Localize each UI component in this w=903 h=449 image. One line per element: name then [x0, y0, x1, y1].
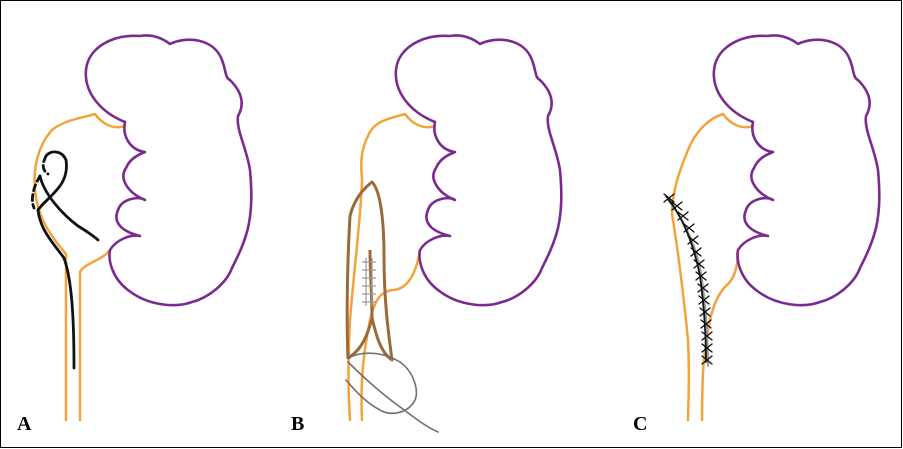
panel-label-b: B [291, 414, 304, 434]
panel-label-a: A [17, 414, 31, 434]
panel-c [664, 35, 879, 420]
renal-pelvis-icon [672, 114, 753, 420]
kidney-outline-icon [714, 35, 879, 305]
thread-icon [346, 353, 438, 432]
panel-a [32, 35, 251, 420]
kidney-outline-icon [86, 35, 251, 305]
kidney-outline-icon [396, 35, 561, 305]
panel-label-c: C [633, 414, 647, 434]
panel-b [346, 35, 561, 432]
